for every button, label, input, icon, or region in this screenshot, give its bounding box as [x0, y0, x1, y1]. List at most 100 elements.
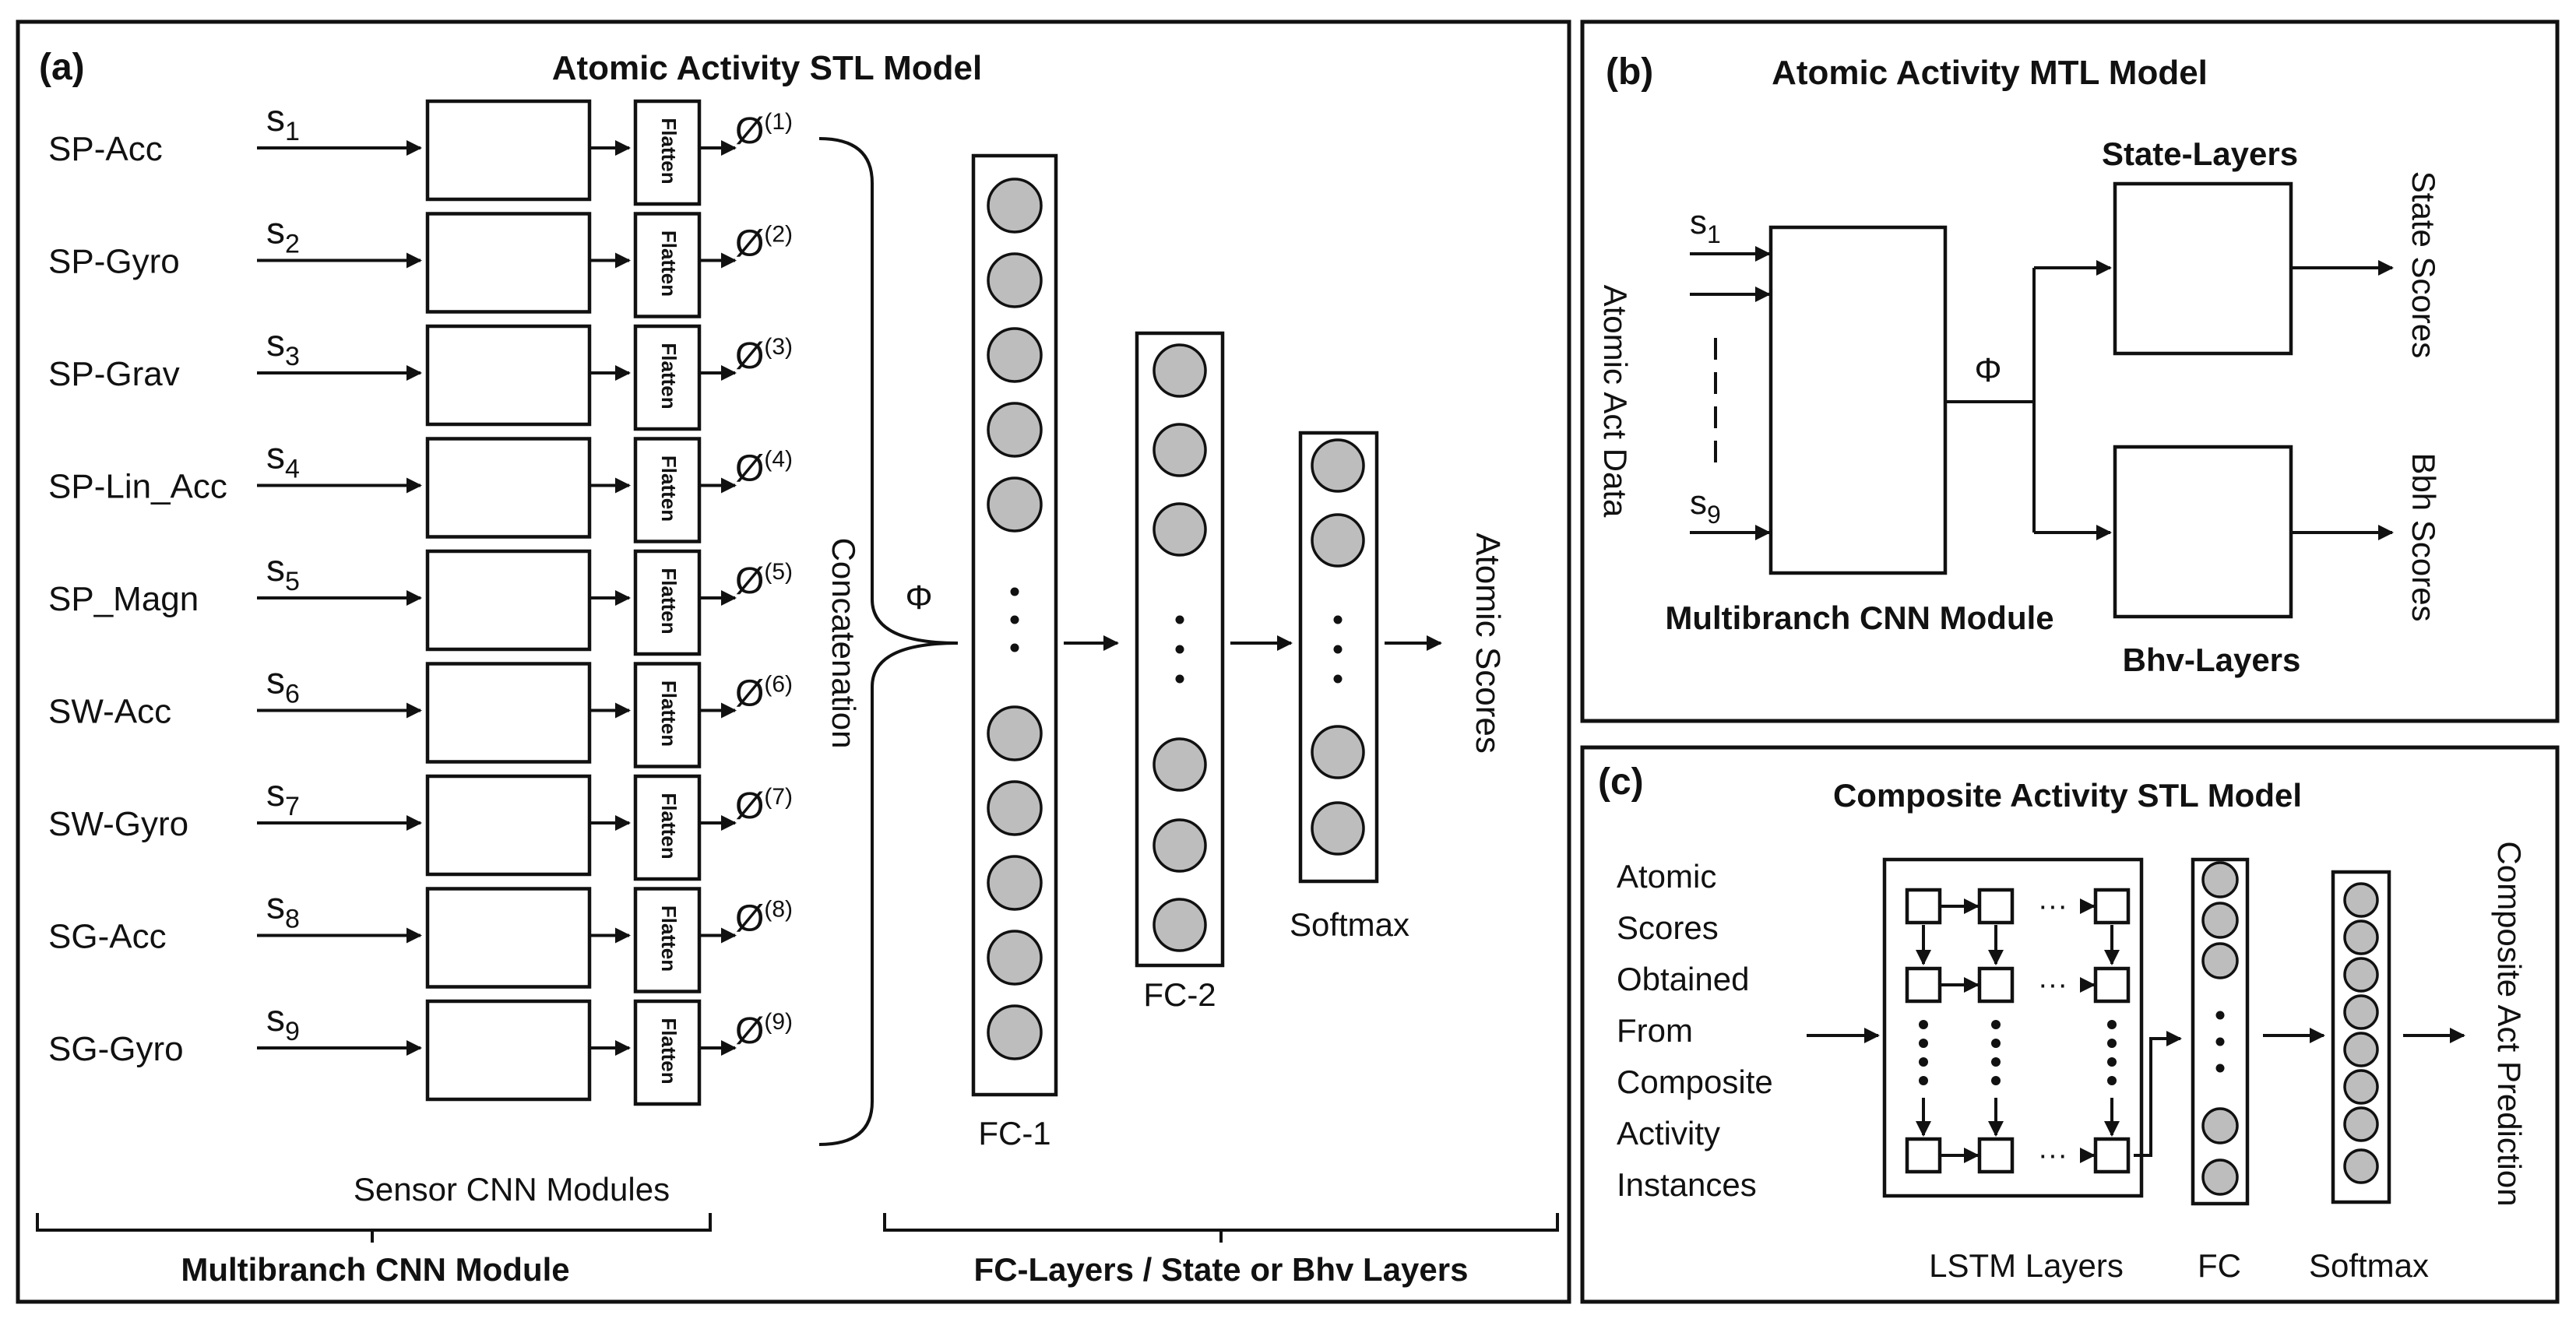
fc-c-neuron [2201, 902, 2239, 939]
fc2-label: FC-2 [1143, 976, 1216, 1013]
bhv-layers-box [2113, 445, 2293, 619]
input-s1: s1 [1690, 203, 1721, 248]
ellipsis-dot [1333, 615, 1343, 624]
fc1-nodes [987, 178, 1043, 1060]
softmax-c-neuron [2343, 957, 2379, 993]
fc1-neuron [987, 930, 1043, 986]
softmax-nodes [1311, 438, 1365, 856]
ellipsis-dot [1919, 1057, 1928, 1067]
softmax-c-neuron [2343, 994, 2379, 1030]
fc-c-neuron [2201, 1107, 2239, 1144]
phi-feature-label: Ø(8) [735, 897, 793, 940]
lstm-cell [1977, 1137, 2015, 1174]
flatten-box [633, 999, 702, 1106]
lstm-layers-label: LSTM Layers [1929, 1247, 2124, 1284]
sensor-cnn-box [425, 212, 592, 314]
panel-a-frame [16, 19, 1571, 1304]
ellipsis-dot [1010, 643, 1019, 652]
sensor-cnn-modules-label: Sensor CNN Modules [354, 1171, 670, 1208]
composite-input-line: Activity [1617, 1115, 1720, 1151]
sensor-name: SP-Acc [48, 130, 163, 168]
sensor-signal-label: s6 [266, 661, 300, 709]
concatenation-label: Concatenation [825, 538, 862, 749]
multibranch-cnn-module-label-b: Multibranch CNN Module [1665, 599, 2053, 636]
flatten-box [633, 437, 702, 543]
phi-feature-label: Ø(9) [735, 1009, 793, 1052]
ellipsis-dot [1333, 674, 1343, 684]
sensor-name: SG-Acc [48, 918, 167, 956]
phi-concat-label: Φ [905, 578, 932, 617]
sensor-cnn-box [425, 662, 592, 764]
fc-c-neuron [2201, 861, 2239, 898]
sensor-cnn-box [425, 774, 592, 877]
softmax-c-neuron [2343, 1148, 2379, 1184]
lstm-ellipsis: ··· [2038, 969, 2067, 1001]
lstm-ellipsis: ··· [2038, 890, 2067, 923]
sensor-signal-label: s3 [266, 323, 300, 371]
ellipsis-dot [2107, 1020, 2117, 1029]
panel-b-title: Atomic Activity MTL Model [1772, 54, 2208, 92]
arrow-lstm-fc [2134, 1031, 2182, 1157]
ellipsis-dot [1175, 674, 1184, 684]
state-layers-label: State-Layers [2102, 135, 2298, 172]
ellipsis-dot [1919, 1039, 1928, 1048]
phi-feature-label: Ø(6) [735, 672, 793, 715]
sensor-name: SW-Gyro [48, 805, 188, 843]
fc2-neuron [1153, 343, 1207, 398]
fc1-label: FC-1 [978, 1115, 1050, 1151]
ellipsis-dot [2215, 1064, 2225, 1073]
phi-feature-label: Ø(5) [735, 559, 793, 602]
fc2-neuron [1153, 502, 1207, 557]
input-s9: s9 [1690, 483, 1721, 529]
composite-input-text: AtomicScoresObtainedFromCompositeActivit… [1617, 858, 1773, 1203]
sensor-cnn-box [425, 99, 592, 202]
flatten-box [633, 887, 702, 993]
softmax-c-neuron [2343, 919, 2379, 955]
flatten-label: Flatten [657, 230, 681, 297]
lstm-cell [1977, 966, 2015, 1004]
flatten-label: Flatten [657, 793, 681, 859]
softmax-neuron [1311, 801, 1365, 856]
flatten-box [633, 774, 702, 881]
flatten-label: Flatten [657, 118, 681, 184]
fc2-neuron [1153, 737, 1207, 792]
sensor-row: SP_Magn s5 Flatten Ø(5) [48, 548, 793, 656]
fc1-neuron [987, 252, 1043, 308]
phi-feature-label: Ø(4) [735, 447, 793, 490]
fc2-neuron [1153, 423, 1207, 477]
sensor-signal-label: s8 [266, 886, 300, 934]
sensor-signal-label: s5 [266, 548, 300, 596]
bhv-layers-label: Bhv-Layers [2123, 642, 2301, 678]
fc1-neuron [987, 402, 1043, 458]
flatten-label: Flatten [657, 1018, 681, 1084]
panel-b-frame [1580, 19, 2560, 723]
lstm-cell [2093, 888, 2131, 925]
flatten-label: Flatten [657, 568, 681, 634]
ellipsis-dot [1991, 1039, 2001, 1048]
lstm-cell [1905, 888, 1942, 925]
ellipsis-dot [1991, 1057, 2001, 1067]
softmax-label: Softmax [1290, 906, 1409, 943]
ellipsis-dot [2107, 1039, 2117, 1048]
softmax-neuron [1311, 438, 1365, 493]
ellipsis-dot [1010, 587, 1019, 596]
lstm-cell [1905, 966, 1942, 1004]
sensor-cnn-box [425, 549, 592, 652]
sensor-cnn-box [425, 887, 592, 989]
flatten-box [633, 324, 702, 431]
composite-input-line: Obtained [1617, 961, 1749, 997]
sensor-cnn-box [425, 999, 592, 1102]
lstm-cell [2093, 966, 2131, 1004]
sensor-name: SP_Magn [48, 580, 199, 618]
state-layers-box [2113, 181, 2293, 356]
panel-a-title: Atomic Activity STL Model [552, 49, 983, 87]
fc-c-neuron [2201, 942, 2239, 979]
composite-input-line: Scores [1617, 909, 1719, 946]
